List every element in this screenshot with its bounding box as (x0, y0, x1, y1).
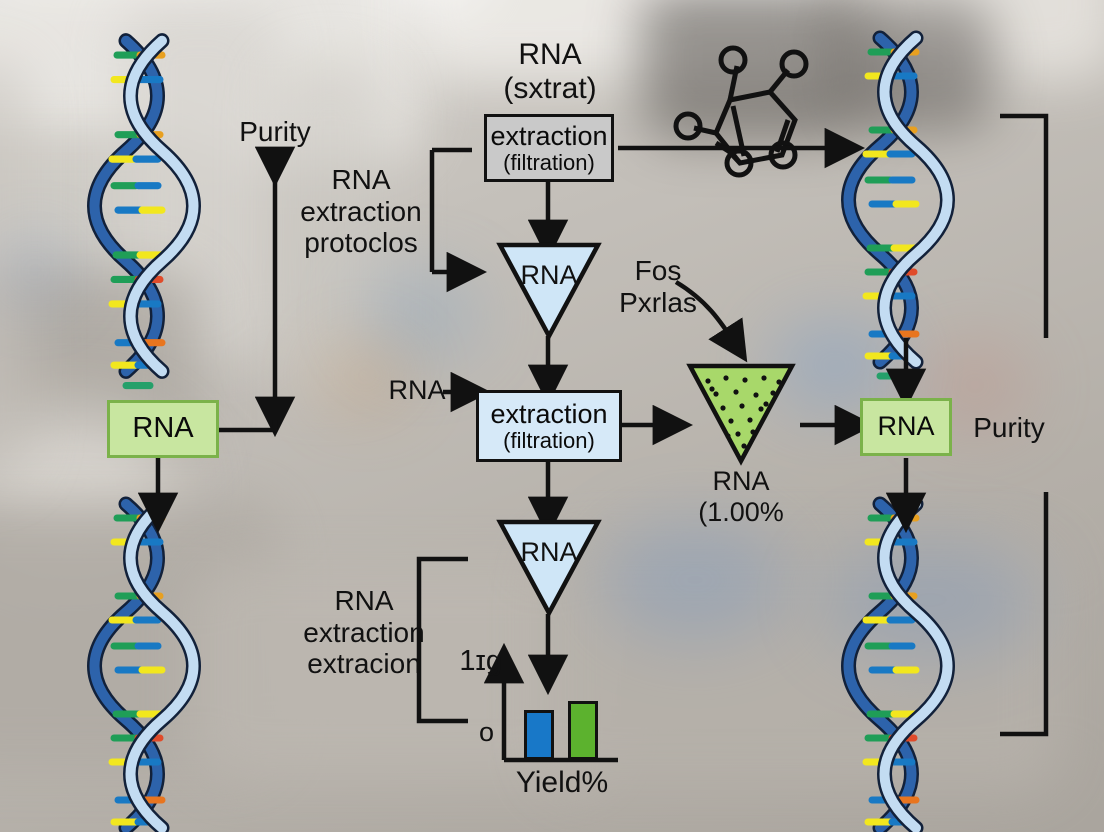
benzene-ring-molecule-icon (673, 45, 809, 178)
box-title: extraction (490, 398, 608, 429)
top-caption: RNA (sxtrat) (503, 38, 597, 105)
chart-xlabel: Yield% (515, 766, 609, 799)
purity-label-right: Purity (973, 412, 1045, 443)
chart-ytick-bottom: o (478, 717, 494, 747)
rna-box-label: RNA (132, 412, 194, 445)
rna-box-left[interactable]: RNA (107, 400, 219, 458)
extraction-bracket (416, 556, 468, 724)
rna-box-right[interactable]: RNA (860, 398, 952, 456)
purity-bracket-bottom (1000, 492, 1049, 737)
funnel-icon (686, 363, 796, 466)
dna-helix-icon (849, 38, 948, 376)
connector-lines (137, 113, 1049, 737)
rna-input-label: RNA (388, 375, 446, 405)
extraction-filtration-box-mid[interactable]: extraction (filtration) (476, 390, 622, 462)
funnel-icon (496, 519, 602, 618)
dna-helix-icon (95, 41, 194, 386)
chart-axes (483, 642, 618, 763)
dna-helix-icon (849, 504, 948, 832)
funnel-bottom-label: RNA (520, 537, 578, 567)
extraction-label-bottom: RNA extraction extracion (303, 585, 425, 680)
green-funnel-caption: RNA (1.00% (698, 466, 784, 527)
box-title: extraction (490, 120, 608, 151)
box-subtitle: (filtration) (503, 149, 595, 175)
chart-ytick-top: 1ɪg (459, 645, 502, 677)
chart-bar-1 (524, 710, 554, 760)
dna-helix-icon (95, 504, 194, 832)
rna-box-label: RNA (877, 411, 935, 442)
protocols-label: RNA extraction protoclos (300, 164, 422, 259)
chart-bar-2 (568, 701, 598, 760)
box-subtitle: (filtration) (503, 427, 595, 453)
purity-bracket-top (1000, 113, 1049, 338)
fos-pxrlas-label: Fos Pxrlas (619, 255, 697, 318)
funnel-top-label: RNA (520, 260, 578, 290)
extraction-filtration-box-top[interactable]: extraction (filtration) (484, 114, 614, 182)
funnel-icon (496, 242, 602, 341)
purity-label-left: Purity (239, 116, 311, 147)
